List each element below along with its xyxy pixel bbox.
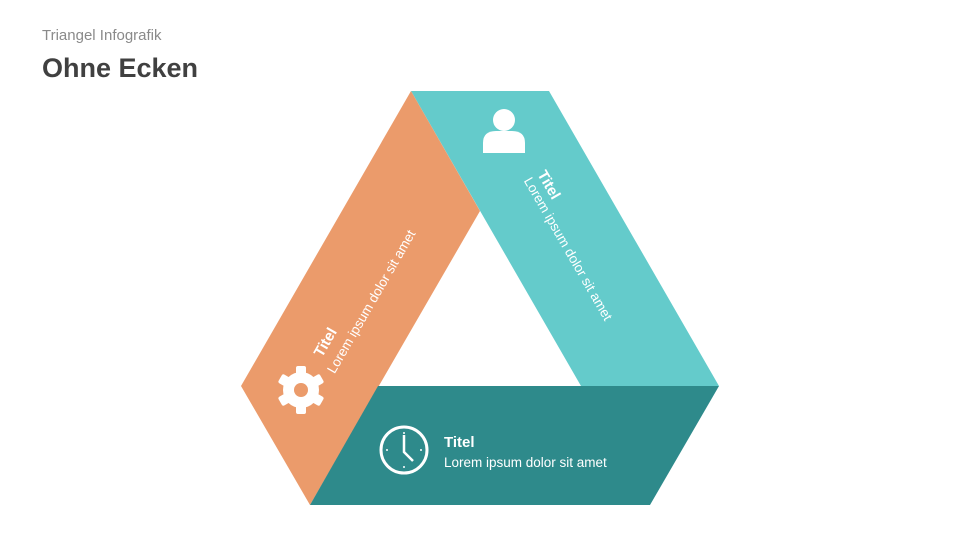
segment-right [411, 91, 719, 386]
gear-icon [278, 366, 324, 414]
subtitle: Triangel Infografik [42, 27, 162, 44]
page-title: Ohne Ecken [42, 53, 199, 83]
bottom-text: Lorem ipsum dolor sit amet [444, 455, 607, 470]
clock-icon [379, 425, 429, 475]
segment-bottom [310, 386, 719, 505]
bottom-title: Titel [444, 434, 475, 451]
user-icon [483, 109, 525, 153]
